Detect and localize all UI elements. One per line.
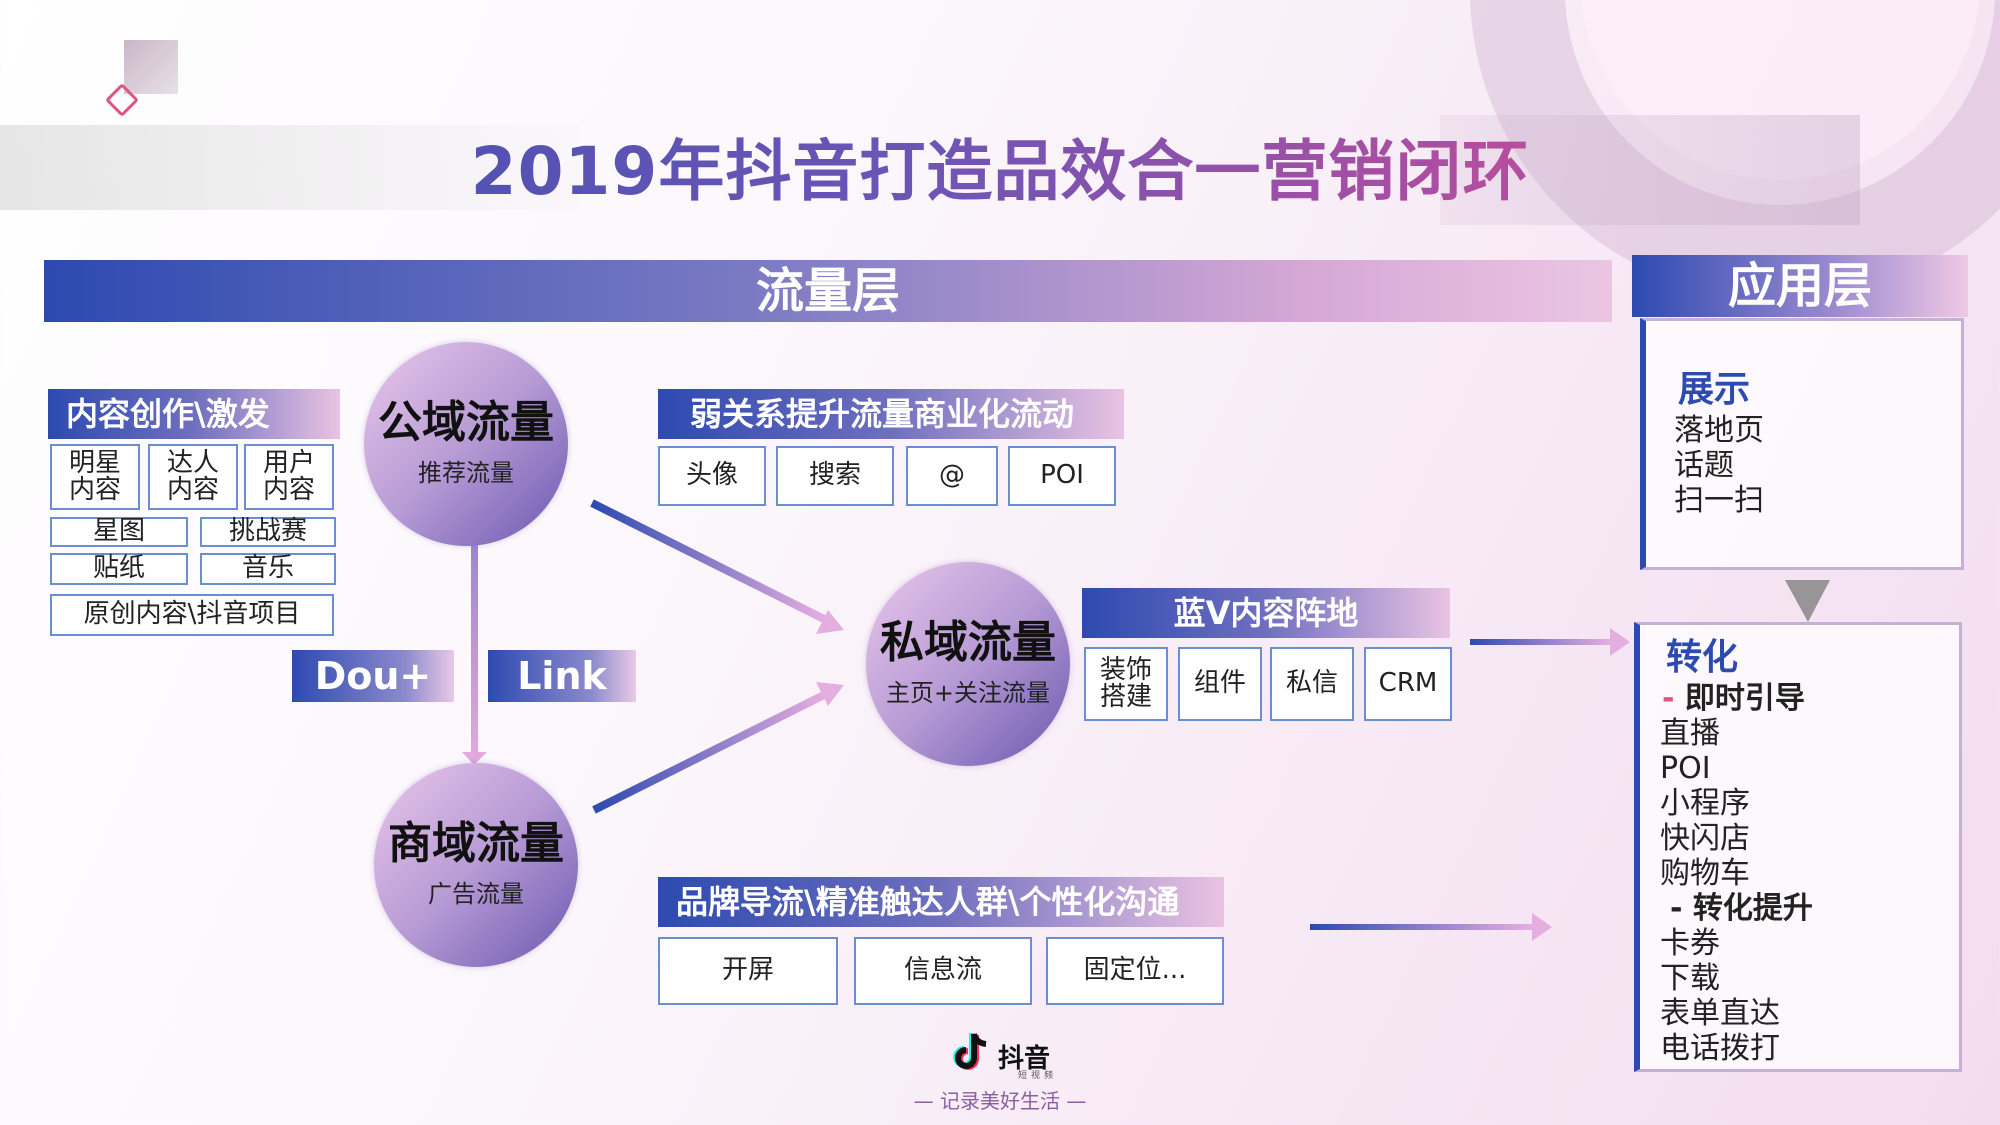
app-layer-bar: 应用层 (1632, 255, 1968, 317)
bluev-decoration: 装饰 搭建 (1084, 647, 1168, 721)
slogan: — 记录美好生活 — (913, 1089, 1087, 1113)
bluev-message: 私信 (1270, 647, 1354, 721)
convert-item-miniapp: 小程序 (1660, 786, 1750, 821)
weak-relation-mention: @ (906, 446, 998, 506)
convert-sub2-dash: - (1670, 891, 1693, 926)
display-item-landing: 落地页 (1674, 413, 1764, 448)
public-traffic-subtitle: 推荐流量 (418, 458, 514, 487)
convert-item-poi: POI (1660, 751, 1711, 786)
content-cell-original: 原创内容\抖音项目 (50, 594, 334, 636)
content-cell-music: 音乐 (200, 553, 336, 585)
convert-item-popup: 快闪店 (1660, 821, 1750, 856)
content-cell-sticker: 贴纸 (50, 553, 188, 585)
commerce-traffic-subtitle: 广告流量 (428, 879, 524, 908)
douyin-logo-icon (953, 1033, 987, 1070)
private-traffic-node: 私域流量 主页+关注流量 (866, 562, 1070, 766)
public-traffic-node: 公域流量 推荐流量 (364, 342, 568, 546)
commerce-traffic-node: 商域流量 广告流量 (374, 763, 578, 967)
convert-sub1-dash: - (1662, 681, 1685, 716)
content-cell-celebrity: 明星 内容 (50, 444, 140, 510)
page-title: 2019年抖音打造品效合一营销闭环 (0, 118, 2000, 214)
convert-sub2: 转化提升 (1692, 891, 1813, 926)
display-item-topic: 话题 (1674, 448, 1734, 483)
convert-header: 转化 (1666, 637, 1739, 678)
arrow-private-to-app (1470, 628, 1630, 656)
weak-relation-search: 搜索 (776, 446, 894, 506)
convert-item-form: 表单直达 (1660, 996, 1780, 1031)
convert-item-cart: 购物车 (1660, 856, 1750, 891)
weak-relation-avatar: 头像 (658, 446, 766, 506)
arrow-public-to-commerce (462, 540, 487, 765)
private-traffic-title: 私域流量 (880, 617, 1056, 669)
display-item-scan: 扫一扫 (1674, 483, 1764, 518)
flow-layer-bar: 流量层 (44, 260, 1612, 322)
public-traffic-title: 公域流量 (378, 397, 554, 449)
convert-item-call: 电话拨打 (1660, 1031, 1780, 1066)
logo-name: 抖音 (998, 1044, 1051, 1074)
content-cell-challenge: 挑战赛 (200, 517, 336, 547)
link-label: Link (488, 650, 636, 702)
content-cell-influencer: 达人 内容 (148, 444, 238, 510)
display-header: 展示 (1678, 369, 1751, 410)
arrow-commerce-to-private (592, 682, 844, 814)
bluev-header: 蓝V内容阵地 (1082, 588, 1450, 638)
convert-item-live: 直播 (1660, 716, 1720, 751)
commerce-traffic-title: 商域流量 (388, 818, 564, 870)
decorative-band-right (1440, 115, 1860, 225)
logo-subtitle: 短视频 (1018, 1071, 1058, 1081)
private-traffic-subtitle: 主页+关注流量 (885, 678, 1051, 707)
content-cell-xingtu: 星图 (50, 517, 188, 547)
convert-sub1: 即时引导 (1684, 681, 1805, 716)
brand-header: 品牌导流\精准触达人群\个性化沟通 (658, 877, 1224, 927)
arrow-down-icon (1785, 580, 1830, 622)
convert-item-download: 下载 (1660, 961, 1720, 996)
arrow-public-to-private (590, 499, 844, 634)
bluev-component: 组件 (1178, 647, 1262, 721)
brand-fixed-slot: 固定位... (1046, 937, 1224, 1005)
weak-relation-poi: POI (1008, 446, 1116, 506)
content-cell-user: 用户 内容 (244, 444, 334, 510)
display-panel: 展示 落地页 话题 扫一扫 (1640, 318, 1964, 570)
convert-item-coupon: 卡券 (1660, 926, 1720, 961)
dou-plus-label: Dou+ (292, 650, 454, 702)
content-creation-header: 内容创作\激发 (48, 389, 340, 439)
brand-splash: 开屏 (658, 937, 838, 1005)
arrow-brand-to-app (1310, 913, 1552, 941)
convert-panel: 转化 - 即时引导 直播 POI 小程序 快闪店 购物车 - 转化提升 卡券 下… (1634, 622, 1962, 1072)
decorative-band (0, 125, 580, 210)
bluev-crm: CRM (1364, 647, 1452, 721)
weak-relation-header: 弱关系提升流量商业化流动 (658, 389, 1124, 439)
brand-feed: 信息流 (854, 937, 1032, 1005)
decorative-square (124, 40, 178, 94)
